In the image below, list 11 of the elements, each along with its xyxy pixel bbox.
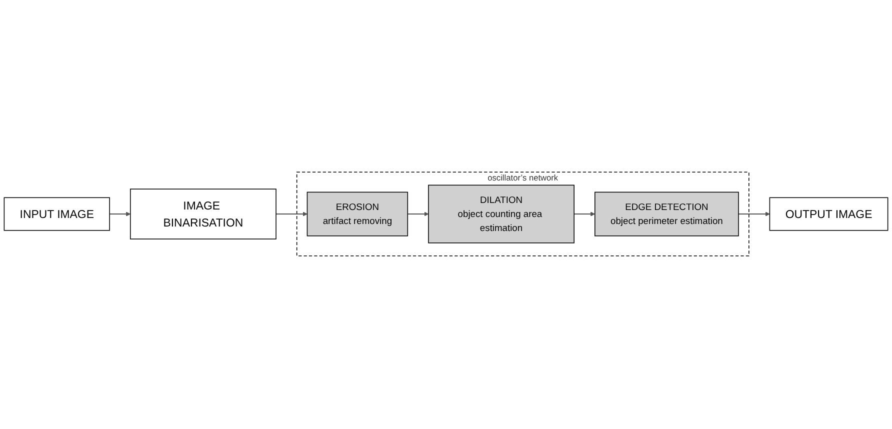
arrow bbox=[110, 212, 131, 217]
node-box: EROSION artifact removing bbox=[306, 192, 408, 237]
node-box: OUTPUT IMAGE bbox=[769, 198, 888, 232]
node-box: DILATION object counting area estimation bbox=[428, 185, 574, 244]
node-box: INPUT IMAGE bbox=[4, 198, 110, 232]
arrow bbox=[738, 212, 770, 217]
arrow bbox=[408, 212, 429, 217]
arrow bbox=[276, 212, 308, 217]
node-box: IMAGE BINARISATION bbox=[130, 189, 276, 240]
node-box: EDGE DETECTION object perimeter estimation bbox=[594, 192, 739, 237]
arrow bbox=[574, 212, 596, 217]
